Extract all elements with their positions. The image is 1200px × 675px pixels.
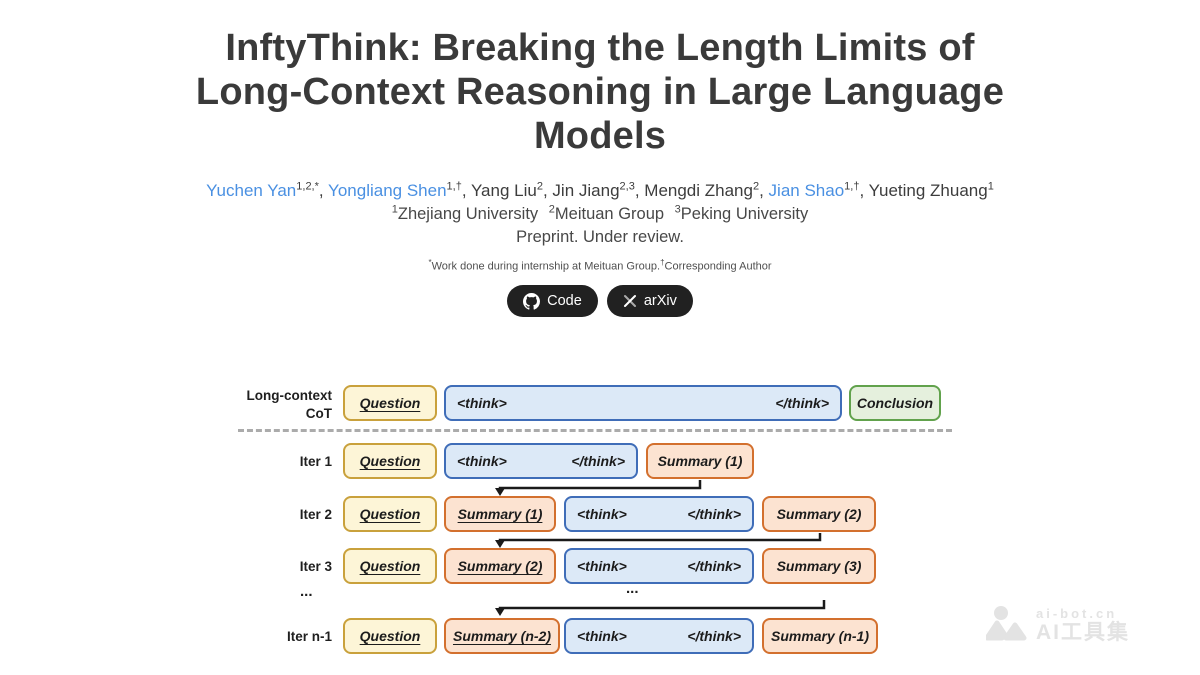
iter2-think-box: <think> </think>	[564, 496, 754, 532]
title-line-3: Models	[533, 115, 667, 158]
row-label-long-context-cot: Long-context CoT	[246, 388, 333, 421]
page-title: InftyThink: Breaking the Length Limits o…	[0, 26, 1200, 158]
think-close-tag: </think>	[687, 506, 741, 522]
itern1-think-box: <think> </think>	[564, 618, 754, 654]
footnote: *Work done during internship at Meituan …	[428, 258, 772, 274]
affiliation-list: 1Zhejiang University 2Meituan Group 3Pek…	[0, 204, 1200, 225]
watermark-domain: ai-bot.cn	[1036, 605, 1118, 621]
itern1-summary-in-box: Summary (n-2)	[444, 618, 560, 654]
think-close-tag: </think>	[687, 628, 741, 644]
think-open-tag: <think>	[457, 395, 507, 411]
think-open-tag: <think>	[457, 453, 507, 469]
watermark: ai-bot.cn AI工具集	[984, 604, 1130, 647]
author-list: Yuchen Yan1,2,*, Yongliang Shen1,†, Yang…	[0, 180, 1200, 201]
code-button-label: Code	[547, 293, 582, 310]
row-label-iter-3: Iter 3	[299, 559, 332, 574]
watermark-logo-icon	[984, 604, 1028, 647]
author-link[interactable]: Yongliang Shen1,†,	[328, 180, 471, 200]
arxiv-icon	[623, 294, 637, 308]
row-label-iter-1: Iter 1	[299, 454, 332, 469]
author-link[interactable]: Yuchen Yan1,2,*,	[206, 180, 329, 200]
iter1-question-box: Question	[343, 443, 437, 479]
affiliation: 3Peking University	[674, 203, 809, 224]
ellipsis-middle: ...	[626, 580, 639, 597]
itern1-question-box: Question	[343, 618, 437, 654]
paper-header: InftyThink: Breaking the Length Limits o…	[0, 0, 1200, 318]
itern1-summary-out-box: Summary (n-1)	[762, 618, 878, 654]
cot-conclusion-box: Conclusion	[849, 385, 941, 421]
iter3-question-box: Question	[343, 548, 437, 584]
publication-status: Preprint. Under review.	[516, 228, 684, 247]
iter2-question-box: Question	[343, 496, 437, 532]
author: Jin Jiang2,3,	[552, 180, 645, 200]
row-label-iter-n-1: Iter n-1	[286, 629, 332, 644]
author: Mengdi Zhang2,	[644, 180, 769, 200]
think-close-tag: </think>	[571, 453, 625, 469]
think-open-tag: <think>	[577, 628, 627, 644]
iter2-summary-in-box: Summary (1)	[444, 496, 556, 532]
affiliation: 2Meituan Group	[548, 203, 665, 224]
watermark-name: AI工具集	[1036, 621, 1130, 645]
arxiv-button[interactable]: arXiv	[606, 285, 693, 318]
arxiv-button-label: arXiv	[643, 293, 677, 310]
iter3-think-box: <think> </think>	[564, 548, 754, 584]
think-open-tag: <think>	[577, 506, 627, 522]
ellipsis-left: ...	[300, 583, 313, 600]
think-close-tag: </think>	[687, 558, 741, 574]
author-link[interactable]: Jian Shao1,†,	[768, 180, 869, 200]
iter2-summary-out-box: Summary (2)	[762, 496, 876, 532]
action-buttons: Code arXiv	[0, 285, 1200, 318]
iter1-summary-out-box: Summary (1)	[646, 443, 754, 479]
iter3-summary-in-box: Summary (2)	[444, 548, 556, 584]
iter3-summary-out-box: Summary (3)	[762, 548, 876, 584]
code-button[interactable]: Code	[507, 285, 598, 318]
cot-question-box: Question	[343, 385, 437, 421]
author: Yang Liu2,	[470, 180, 553, 200]
think-close-tag: </think>	[775, 395, 829, 411]
title-line-1: InftyThink: Breaking the Length Limits o…	[225, 27, 975, 69]
cot-think-box: <think> </think>	[444, 385, 842, 421]
divider-dashed	[238, 429, 952, 432]
think-open-tag: <think>	[577, 558, 627, 574]
method-diagram: Long-context CoT Question <think> </thin…	[238, 376, 953, 666]
author: Yueting Zhuang1	[868, 180, 994, 200]
title-line-2: Long-Context Reasoning in Large Language	[195, 71, 1005, 114]
iter1-think-box: <think> </think>	[444, 443, 638, 479]
row-label-iter-2: Iter 2	[299, 507, 332, 522]
github-icon	[523, 292, 541, 310]
affiliation: 1Zhejiang University	[391, 203, 539, 224]
